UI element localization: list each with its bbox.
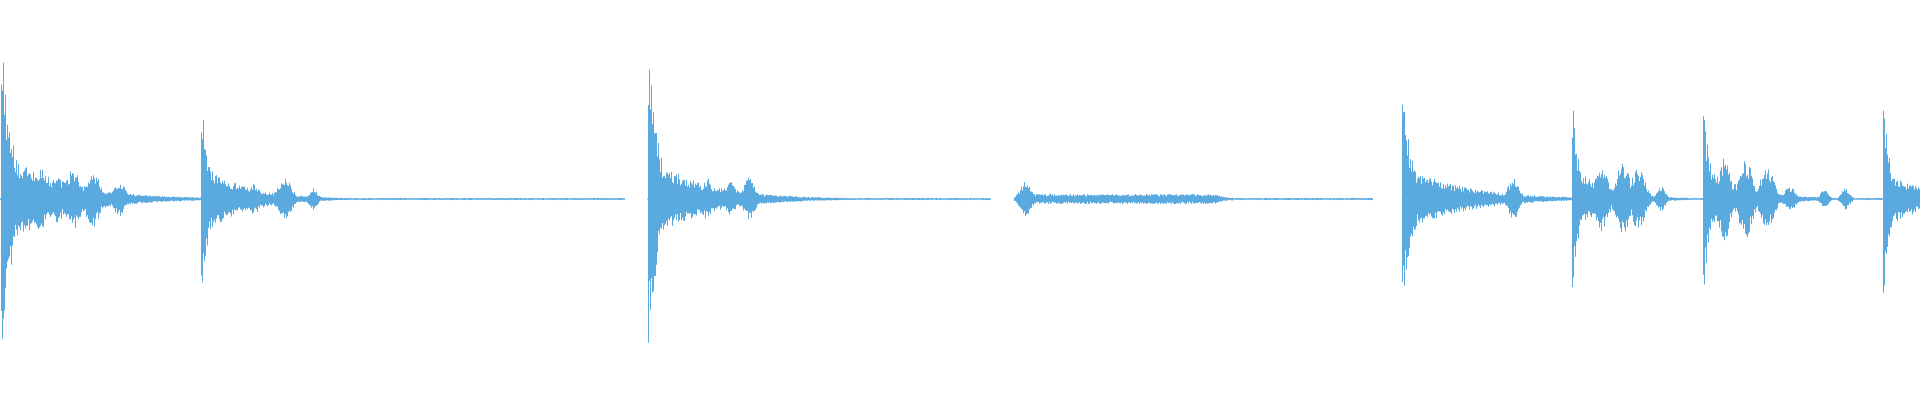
waveform-trace [0,62,1920,343]
waveform-path [0,62,1920,343]
